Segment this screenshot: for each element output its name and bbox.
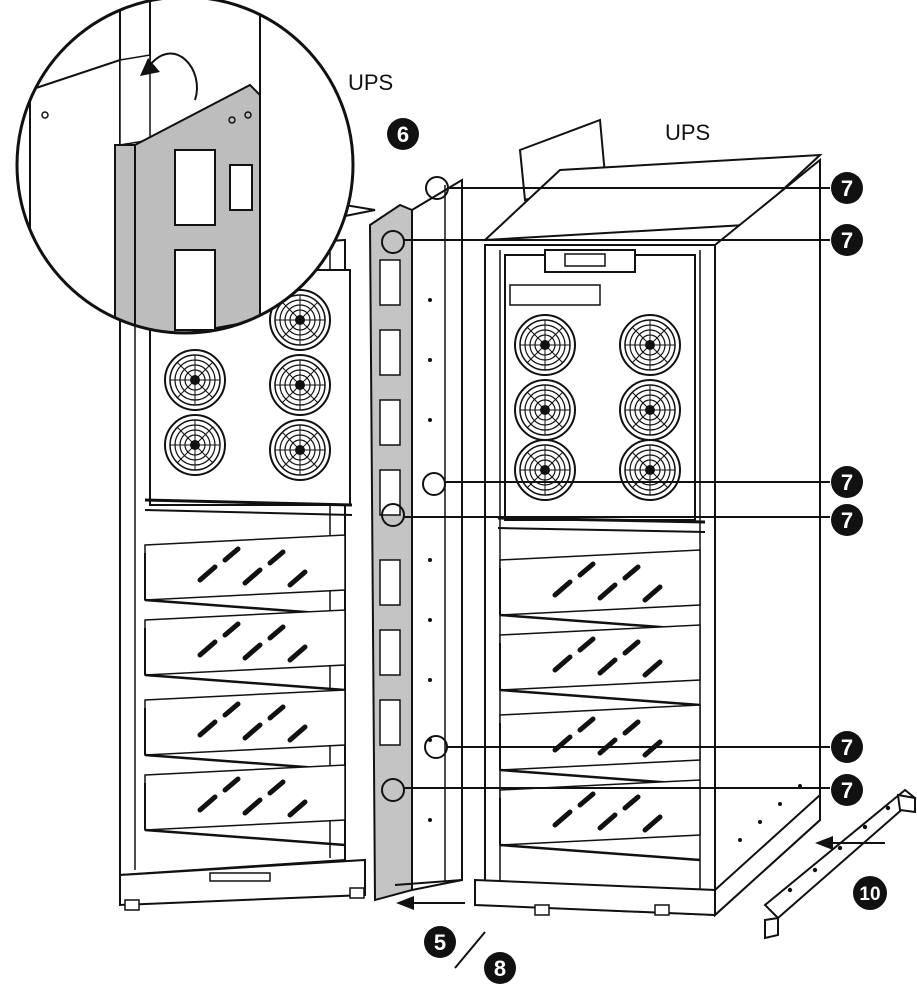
step-7-badge: 7	[831, 774, 863, 806]
step-7-badge: 7	[831, 172, 863, 204]
step-7-badge: 7	[831, 224, 863, 256]
step-10-badge: 10	[853, 876, 887, 910]
left-ups-cabinet	[119, 238, 366, 911]
leader-lines	[404, 187, 830, 789]
step-5-badge: 5	[424, 926, 456, 958]
svg-text:8: 8	[494, 956, 506, 981]
ups-label-right: UPS	[665, 120, 710, 145]
svg-text:7: 7	[841, 778, 853, 803]
svg-text:7: 7	[841, 508, 853, 533]
step-7-badge: 7	[831, 731, 863, 763]
step-8-badge: 8	[484, 952, 516, 984]
left-arrow-icon	[396, 896, 465, 910]
step-7-badge: 7	[831, 466, 863, 498]
magnifier-icon	[15, 0, 376, 335]
svg-text:7: 7	[841, 176, 853, 201]
svg-text:5: 5	[434, 930, 446, 955]
side-bracket	[368, 178, 463, 902]
ups-label-left: UPS	[348, 70, 393, 95]
bottom-rail	[763, 788, 917, 940]
svg-text:10: 10	[859, 884, 880, 905]
step-7-badge: 7	[831, 504, 863, 536]
svg-text:7: 7	[841, 735, 853, 760]
svg-text:6: 6	[397, 122, 409, 147]
left-arrow-icon	[815, 836, 885, 850]
svg-text:7: 7	[841, 228, 853, 253]
svg-text:7: 7	[841, 470, 853, 495]
step-separator	[454, 931, 486, 969]
step-6-badge: 6	[387, 118, 419, 150]
